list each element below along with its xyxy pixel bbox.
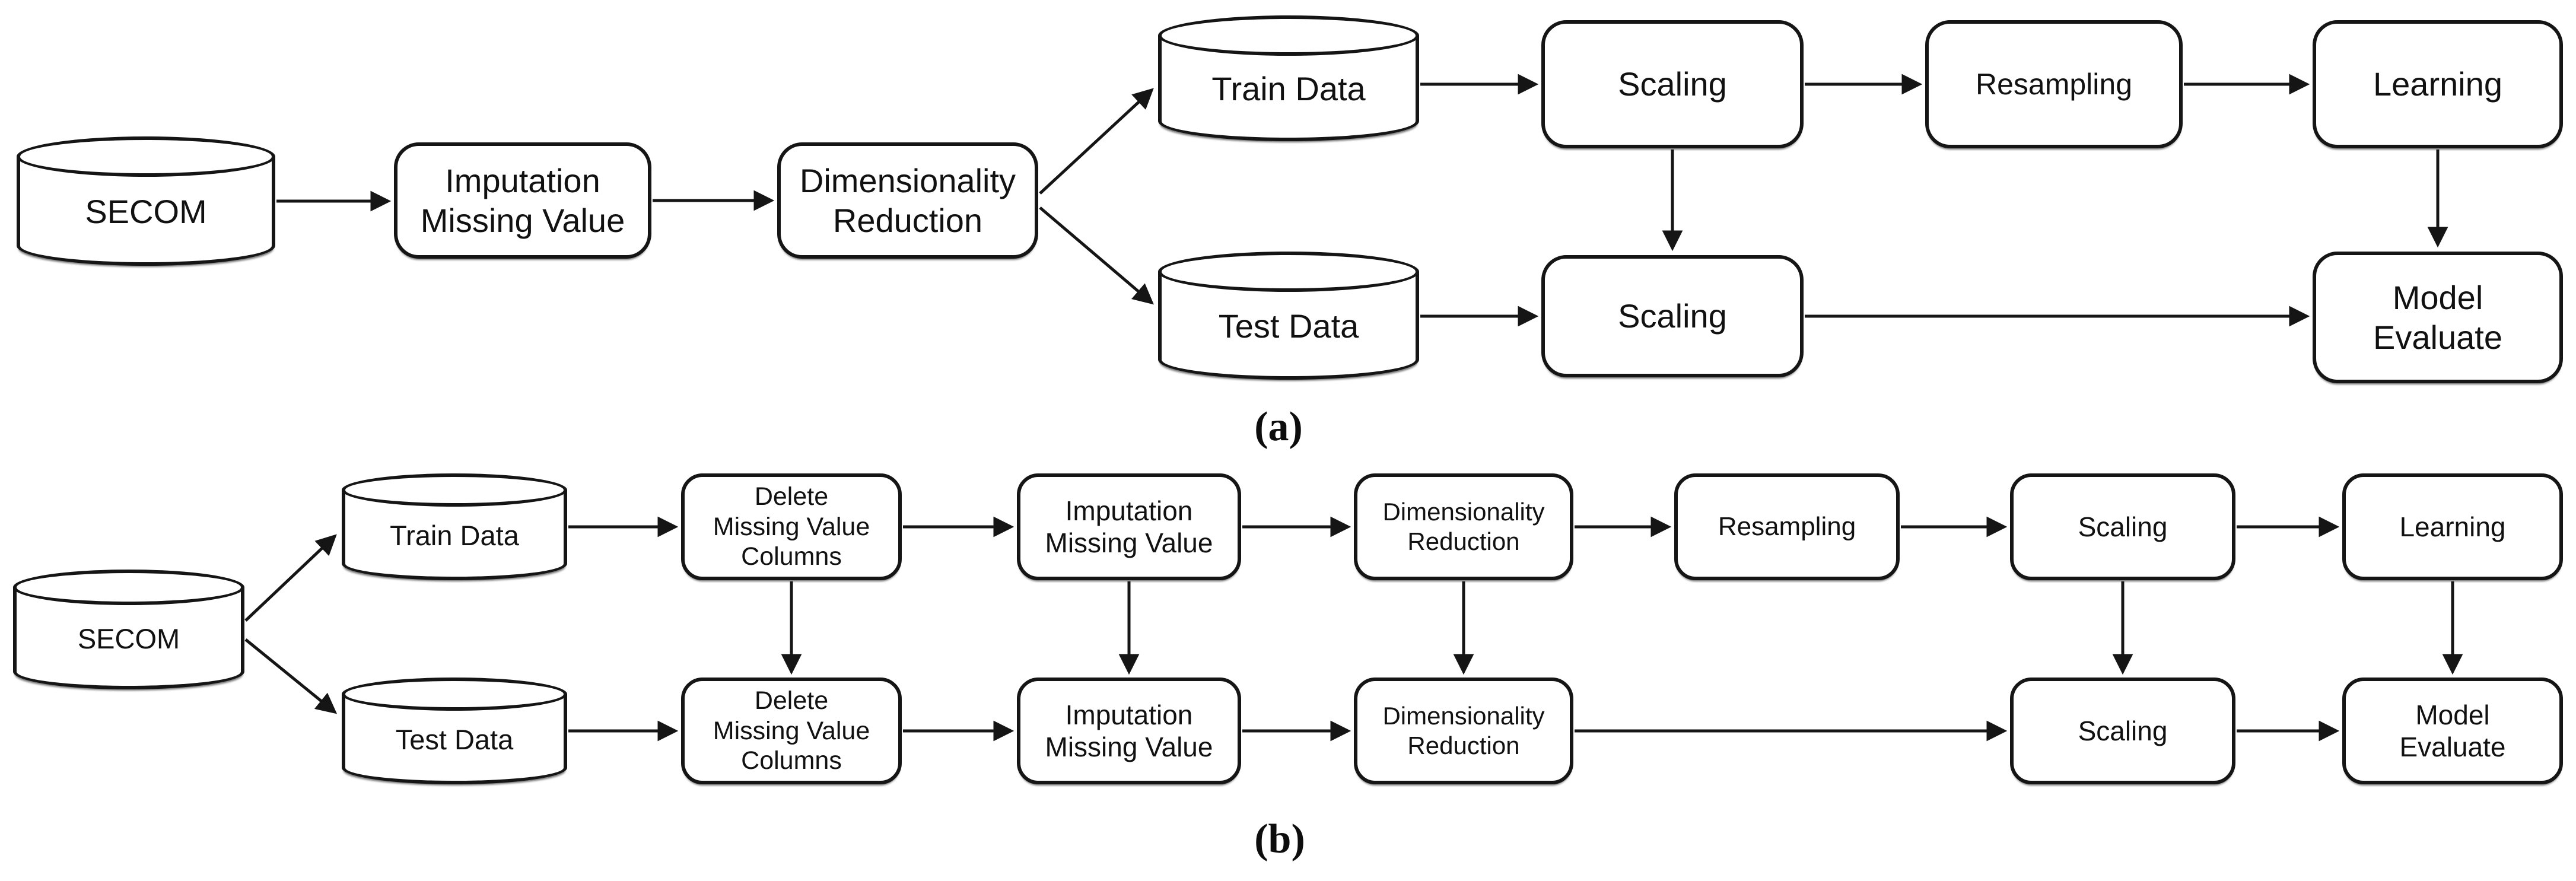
- node-delete-missing-value-columns-test-b: Delete Missing Value Columns: [681, 678, 902, 784]
- node-label: Model Evaluate: [2399, 699, 2506, 762]
- node-model-evaluate-a: Model Evaluate: [2313, 252, 2563, 383]
- node-dimensionality-reduction-test-b: Dimensionality Reduction: [1354, 678, 1573, 784]
- database-icon: [342, 678, 567, 711]
- panel-a-caption: (a): [1254, 404, 1303, 450]
- node-resampling-a: Resampling: [1925, 20, 2183, 148]
- node-dimensionality-reduction-a: Dimensionality Reduction: [777, 142, 1038, 259]
- node-label: Model Evaluate: [2373, 278, 2502, 356]
- node-learning-a: Learning: [2313, 20, 2563, 148]
- node-label: Dimensionality Reduction: [1382, 498, 1545, 555]
- node-label: Learning: [2373, 65, 2502, 103]
- node-delete-missing-value-columns-train-b: Delete Missing Value Columns: [681, 473, 902, 580]
- node-learning-b: Learning: [2342, 473, 2563, 580]
- node-label: Train Data: [390, 519, 519, 551]
- arrow: [1039, 206, 1154, 305]
- node-label: Resampling: [1718, 512, 1856, 542]
- arrow: [244, 534, 337, 622]
- node-scaling-test-b: Scaling: [2010, 678, 2235, 784]
- database-icon: [17, 136, 275, 177]
- node-scaling-test-a: Scaling: [1541, 255, 1804, 377]
- node-label: Imputation Missing Value: [420, 161, 625, 239]
- database-icon: [1158, 252, 1419, 292]
- node-scaling-train-a: Scaling: [1541, 20, 1804, 148]
- node-imputation-missing-value-train-b: Imputation Missing Value: [1017, 473, 1241, 580]
- database-icon: [13, 570, 244, 605]
- node-imputation-missing-value-test-b: Imputation Missing Value: [1017, 678, 1241, 784]
- node-secom-database-a: SECOM: [17, 136, 275, 266]
- node-label: Scaling: [1618, 65, 1727, 103]
- node-label: Train Data: [1211, 69, 1366, 107]
- node-secom-database-b: SECOM: [13, 570, 244, 689]
- node-label: Scaling: [2078, 511, 2168, 542]
- node-label: Test Data: [1218, 307, 1359, 345]
- node-label: Learning: [2399, 511, 2506, 542]
- node-dimensionality-reduction-train-b: Dimensionality Reduction: [1354, 473, 1573, 580]
- node-label: Delete Missing Value Columns: [713, 686, 870, 775]
- node-test-data-database-a: Test Data: [1158, 252, 1419, 380]
- node-label: Resampling: [1975, 68, 2132, 101]
- node-resampling-b: Resampling: [1674, 473, 1900, 580]
- node-label: Dimensionality Reduction: [1382, 702, 1545, 759]
- node-train-data-database-a: Train Data: [1158, 15, 1419, 141]
- node-label: SECOM: [77, 622, 180, 654]
- node-model-evaluate-b: Model Evaluate: [2342, 678, 2563, 784]
- node-label: Scaling: [1618, 297, 1727, 335]
- node-label: Dimensionality Reduction: [799, 161, 1016, 239]
- node-label: Imputation Missing Value: [1045, 699, 1213, 762]
- arrow: [244, 638, 338, 714]
- node-label: Scaling: [2078, 715, 2168, 746]
- panel-b-caption: (b): [1254, 816, 1305, 862]
- node-test-data-database-b: Test Data: [342, 678, 567, 784]
- database-icon: [342, 473, 567, 507]
- node-scaling-train-b: Scaling: [2010, 473, 2235, 580]
- node-train-data-database-b: Train Data: [342, 473, 567, 580]
- node-label: SECOM: [85, 192, 207, 230]
- database-icon: [1158, 15, 1419, 56]
- arrow: [1039, 88, 1154, 195]
- node-label: Imputation Missing Value: [1045, 495, 1213, 558]
- node-label: Delete Missing Value Columns: [713, 482, 870, 571]
- node-imputation-missing-value-a: Imputation Missing Value: [394, 142, 651, 259]
- node-label: Test Data: [395, 723, 514, 755]
